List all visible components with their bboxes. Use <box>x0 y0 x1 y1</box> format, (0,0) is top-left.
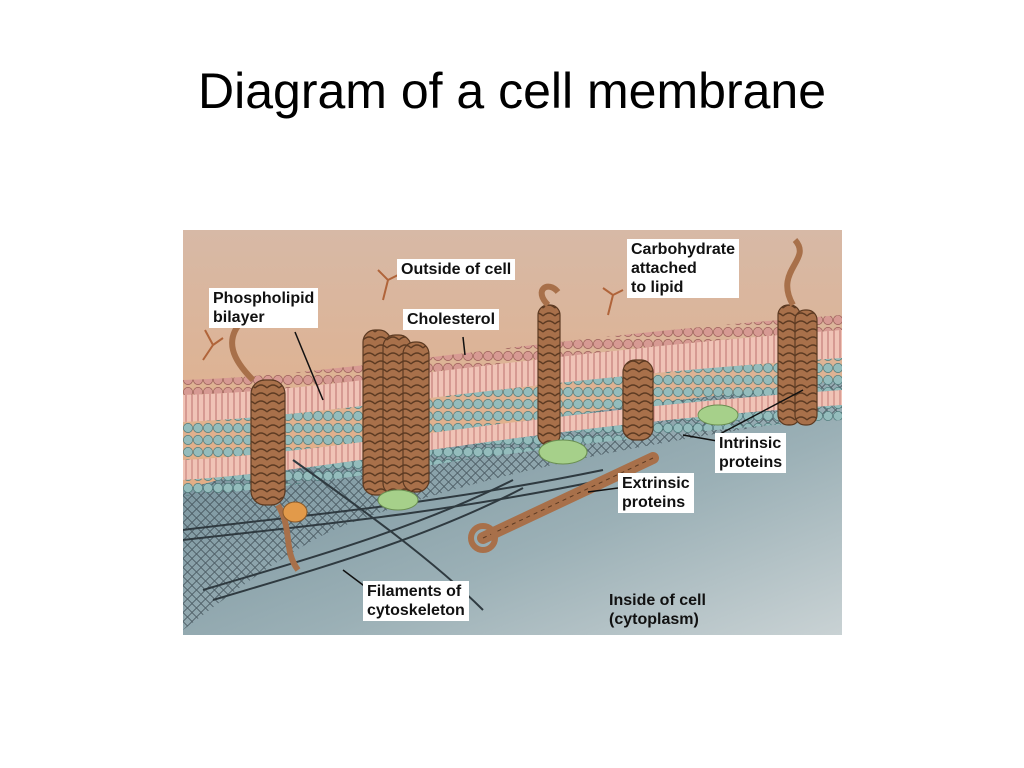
slide-title: Diagram of a cell membrane <box>197 63 827 119</box>
label-intrinsic-proteins: Intrinsic proteins <box>715 433 787 473</box>
lipid-tails <box>183 330 842 422</box>
inner-heads-a <box>183 358 842 442</box>
outer-heads <box>183 315 842 395</box>
intrinsic-protein-right <box>777 237 818 426</box>
intrinsic-protein-center <box>362 329 430 511</box>
intrinsic-protein-small <box>622 359 739 441</box>
label-cholesterol: Cholesterol <box>403 309 500 330</box>
label-inside-of-cell: Inside of cell (cytoplasm) <box>609 592 706 628</box>
intrinsic-protein-mid <box>537 283 588 465</box>
carbohydrate-chains <box>202 269 624 361</box>
lower-tails <box>183 390 842 480</box>
label-outside-of-cell: Outside of cell <box>397 259 516 280</box>
label-carbohydrate: Carbohydrate attached to lipid <box>627 239 740 298</box>
cytoplasm-region <box>183 380 842 635</box>
cell-membrane-figure: Phospholipid bilayer Outside of cell Cho… <box>183 230 842 635</box>
label-phospholipid-bilayer: Phospholipid bilayer <box>209 288 319 328</box>
label-filaments-of-cytoskeleton: Filaments of cytoskeleton <box>363 581 469 621</box>
intrinsic-protein-left <box>229 317 308 572</box>
label-extrinsic-proteins: Extrinsic proteins <box>618 473 694 513</box>
extrinsic-protein-rod <box>468 452 659 553</box>
inner-heads-b <box>183 375 842 460</box>
lower-heads <box>183 405 842 496</box>
